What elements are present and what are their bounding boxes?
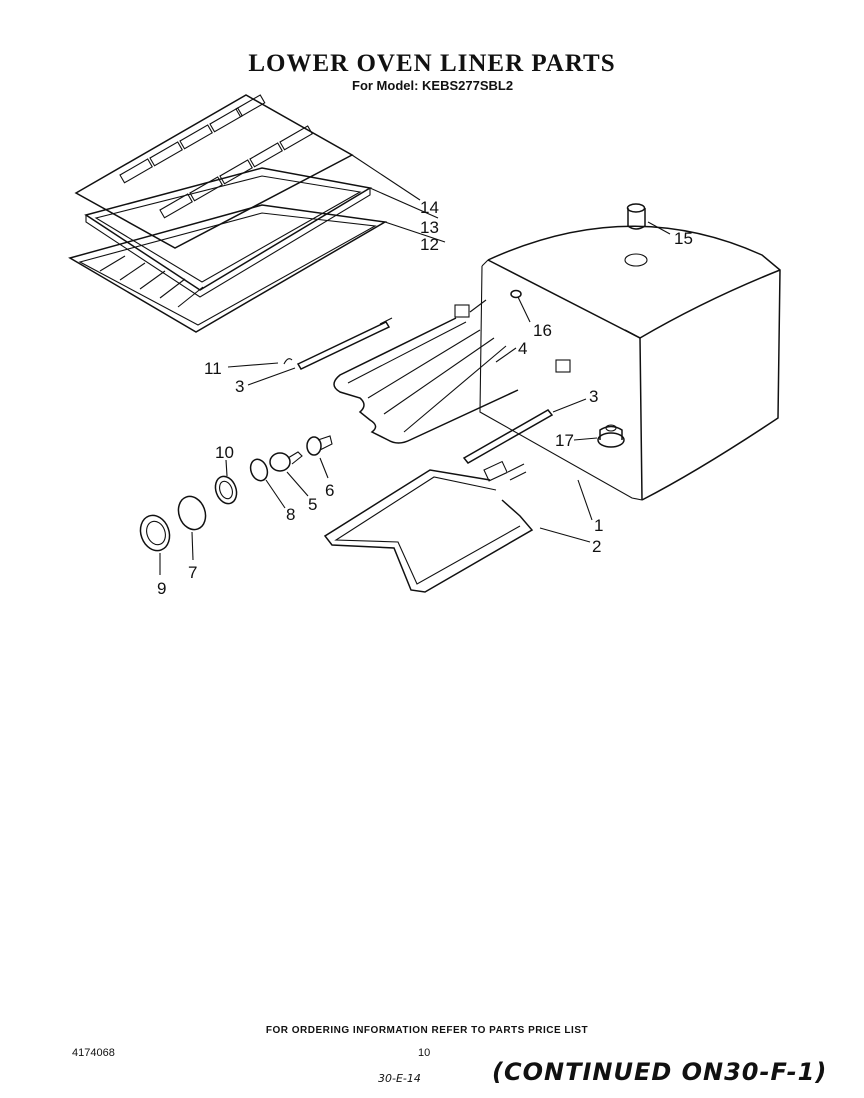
socket-part-6 <box>306 435 333 456</box>
callout-1: 1 <box>594 516 603 535</box>
callout-2: 2 <box>592 537 601 556</box>
light-bulb-part-5 <box>269 451 303 472</box>
callout-4: 4 <box>518 339 527 358</box>
callout-3-right: 3 <box>589 387 598 406</box>
callout-9: 9 <box>157 579 166 598</box>
receptacle-part-8 <box>249 458 269 482</box>
callout-15: 15 <box>674 229 693 248</box>
callout-8: 8 <box>286 505 295 524</box>
gasket-part-10 <box>214 475 238 505</box>
liner-vent-part-15 <box>624 203 648 267</box>
sensor-bulb-part-3 <box>296 317 393 370</box>
clip-part-11 <box>283 358 293 365</box>
exploded-parts-diagram: 14 13 12 15 16 11 3 4 3 17 10 6 5 8 1 2 … <box>68 94 781 598</box>
callout-6: 6 <box>325 481 334 500</box>
document-number: 4174068 <box>72 1047 115 1059</box>
light-bezel-part-9 <box>139 514 171 552</box>
callout-7: 7 <box>188 563 197 582</box>
oven-rack-part-12 <box>68 204 388 333</box>
callout-12: 12 <box>420 235 439 254</box>
fitting-part-17 <box>597 424 625 448</box>
sensor-bulb-part-3-right <box>462 409 554 464</box>
callout-11: 11 <box>204 359 222 378</box>
callout-3-left: 3 <box>235 377 244 396</box>
broiler-pan-part-13 <box>84 167 373 298</box>
callout-14: 14 <box>420 198 439 217</box>
broil-element-part-4 <box>333 299 571 444</box>
continued-note: (CONTINUED ON30-F-1) <box>492 1058 828 1086</box>
plug-button-part-16 <box>510 289 522 299</box>
handwritten-reference: 30-E-14 <box>378 1072 421 1085</box>
page-number: 10 <box>418 1047 431 1059</box>
leader-lines <box>159 154 671 575</box>
ordering-note: FOR ORDERING INFORMATION REFER TO PARTS … <box>265 1025 589 1036</box>
oven-liner-part-1 <box>479 225 781 501</box>
broiler-grid-part-14 <box>74 94 354 249</box>
callout-13: 13 <box>420 218 439 237</box>
bake-element-part-2 <box>323 460 534 593</box>
model-subtitle: For Model: KEBS277SBL2 <box>352 78 514 93</box>
callout-10: 10 <box>215 443 234 462</box>
callout-5: 5 <box>308 495 317 514</box>
callout-16: 16 <box>533 321 552 340</box>
light-lens-part-7 <box>177 495 207 531</box>
callout-17: 17 <box>555 431 574 450</box>
page-title: LOWER OVEN LINER PARTS <box>248 50 616 77</box>
